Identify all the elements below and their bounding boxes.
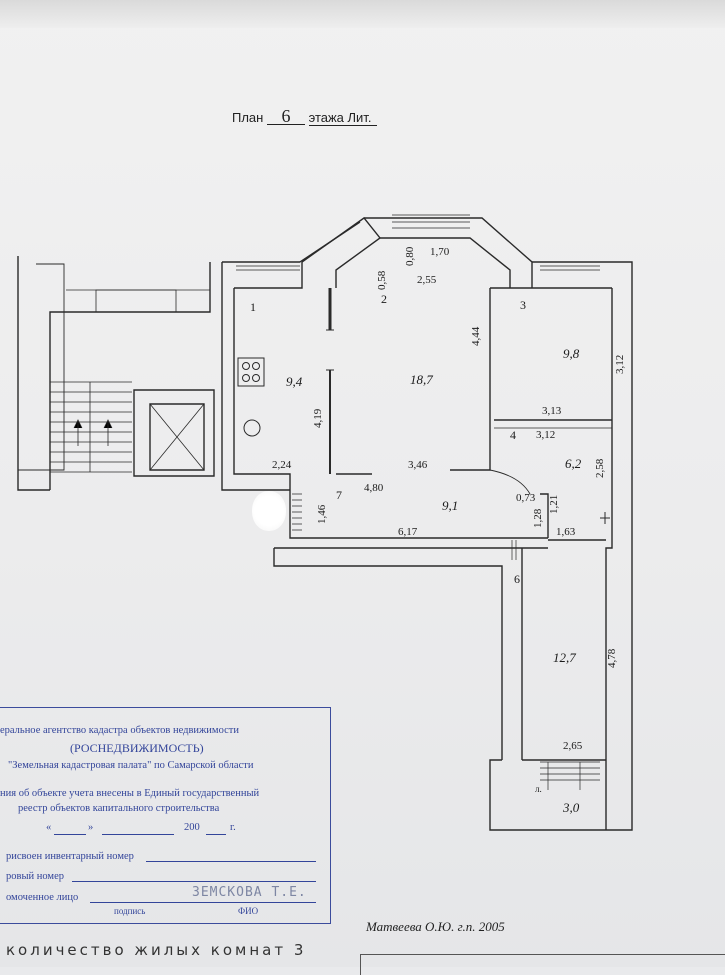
room-2-number: 2 — [381, 292, 387, 306]
dim-2-55: 2,55 — [417, 274, 437, 286]
living-rooms-count: количество жилых комнат 3 — [6, 941, 307, 959]
dim-0-80: 0,80 — [404, 246, 416, 266]
stamp-line-registry-1: ния об объекте учета внесены в Единый го… — [0, 788, 260, 799]
stamp-line-registry-2: реестр объектов капитального строительст… — [18, 803, 220, 814]
dim-4-80: 4,80 — [364, 482, 384, 494]
stamp-year-line — [206, 834, 226, 835]
stamp-month-line — [102, 834, 174, 835]
stamp-inventory-line — [146, 861, 316, 862]
dim-4-44: 4,44 — [470, 326, 482, 346]
room-7-area: 9,1 — [442, 498, 459, 513]
stamp-date-close: » — [88, 822, 94, 833]
stamp-cadastral-line — [72, 881, 316, 882]
blurred-mark — [252, 491, 286, 531]
stamp-line-rosnedv: (РОСНЕДВИЖИМОСТЬ) — [70, 741, 204, 755]
stair-steps — [50, 381, 132, 473]
kitchen-fixtures — [237, 357, 265, 437]
dim-0-73: 0,73 — [516, 492, 536, 504]
stamp-year-suffix: г. — [230, 822, 236, 833]
walls — [17, 214, 633, 831]
loggia-mark: л. — [535, 784, 542, 794]
room-3-area: 9,8 — [563, 346, 580, 361]
room-7-number: 7 — [336, 488, 342, 502]
stamp-cadastral-label: ровый номер — [6, 871, 64, 882]
room-5-area: 3,0 — [563, 800, 580, 815]
stamp-signature-caption: подпись — [114, 906, 146, 916]
bottom-frame — [360, 954, 725, 975]
dim-2-58: 2,58 — [594, 458, 606, 478]
plan-title: План 6 этажа Лит. — [232, 107, 378, 126]
stamp-inventory-label: рисвоен инвентарный номер — [6, 851, 134, 862]
dim-4-78: 4,78 — [606, 648, 618, 668]
dim-0-58: 0,58 — [376, 270, 388, 290]
stamp-authorized-line — [90, 902, 316, 903]
stamp-officer-name: ЗЕМСКОВА Т.Е. — [192, 885, 307, 900]
stamp-year: 200 — [184, 822, 200, 833]
page-edge — [0, 0, 725, 28]
dim-2-65: 2,65 — [563, 740, 583, 752]
plan-label: План — [232, 110, 264, 125]
room-3-number: 3 — [520, 298, 526, 312]
room-4-number: 4 — [510, 428, 516, 442]
author-signature: Матвеева О.Ю. г.п. 2005 — [366, 919, 505, 934]
stamp-authorized-label: омоченное лицо — [6, 892, 79, 903]
dim-3-12-room4: 3,12 — [536, 429, 556, 441]
floor-number: 6 — [266, 107, 305, 125]
dim-1-28: 1,28 — [532, 508, 544, 528]
dim-3-46: 3,46 — [408, 459, 428, 471]
room-4-area: 6,2 — [565, 456, 582, 471]
dim-3-13: 3,13 — [542, 405, 562, 417]
dim-1-70: 1,70 — [430, 246, 450, 258]
dim-1-21: 1,21 — [548, 494, 560, 514]
dim-3-12-right: 3,12 — [614, 354, 626, 374]
dim-1-63: 1,63 — [556, 526, 576, 538]
windows — [236, 221, 600, 790]
dim-4-19: 4,19 — [312, 408, 324, 428]
dim-6-17: 6,17 — [398, 526, 418, 538]
room-2-area: 18,7 — [410, 372, 433, 387]
cadastre-stamp: еральное агентство кадастра объектов нед… — [0, 707, 331, 924]
stamp-date-open: « — [46, 822, 52, 833]
stamp-day-line — [54, 834, 86, 835]
stamp-line-agency: еральное агентство кадастра объектов нед… — [0, 725, 239, 736]
room-6-area: 12,7 — [553, 650, 576, 665]
floor-suffix: этажа Лит. — [308, 110, 378, 126]
door-marks — [326, 329, 610, 524]
dim-2-24: 2,24 — [272, 459, 292, 471]
dim-1-46: 1,46 — [316, 504, 328, 524]
room-1-area: 9,4 — [286, 374, 303, 389]
room-6-number: 6 — [514, 572, 520, 586]
stamp-name-caption: ФИО — [238, 906, 259, 916]
room-1-number: 1 — [250, 300, 256, 314]
stamp-line-chamber: "Земельная кадастровая палата" по Самарс… — [8, 760, 254, 771]
